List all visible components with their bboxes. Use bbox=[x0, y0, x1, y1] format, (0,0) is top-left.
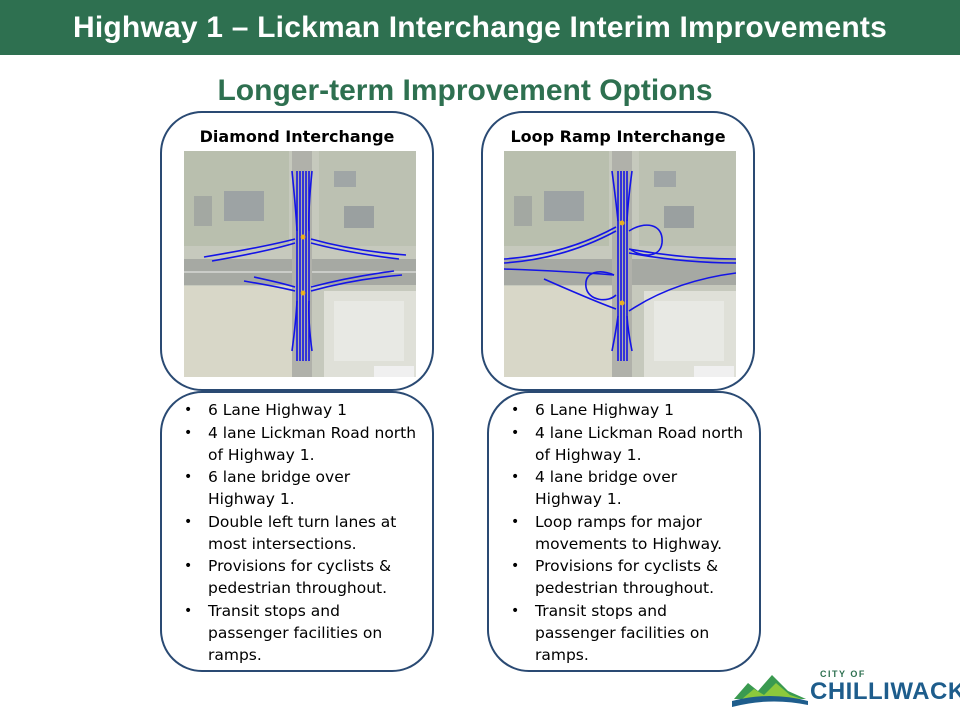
diamond-features-list: 6 Lane Highway 1 4 lane Lickman Road nor… bbox=[180, 399, 420, 666]
loop-ramp-features-card: 6 Lane Highway 1 4 lane Lickman Road nor… bbox=[487, 391, 761, 672]
list-item: Loop ramps for major movements to Highwa… bbox=[507, 511, 747, 555]
diamond-features-card: 6 Lane Highway 1 4 lane Lickman Road nor… bbox=[160, 391, 434, 672]
list-item: 6 Lane Highway 1 bbox=[180, 399, 420, 421]
chilliwack-logo: CITY OF CHILLIWACK bbox=[732, 667, 960, 712]
list-item: 6 Lane Highway 1 bbox=[507, 399, 747, 421]
diamond-option-title: Diamond Interchange bbox=[199, 127, 395, 146]
list-item: 4 lane bridge over Highway 1. bbox=[507, 466, 747, 510]
list-item: 4 lane Lickman Road north of Highway 1. bbox=[180, 422, 420, 466]
logo-city-of-text: CITY OF bbox=[820, 669, 866, 679]
loop-ramp-option-card: Loop Ramp Interchange bbox=[481, 111, 755, 391]
loop-ramp-option-title: Loop Ramp Interchange bbox=[510, 127, 726, 146]
title-bar: Highway 1 – Lickman Interchange Interim … bbox=[0, 0, 960, 55]
list-item: Transit stops and passenger facilities o… bbox=[180, 600, 420, 666]
logo-name-text: CHILLIWACK bbox=[810, 678, 960, 705]
mountain-logo-icon bbox=[732, 675, 808, 707]
list-item: Transit stops and passenger facilities o… bbox=[507, 600, 747, 666]
list-item: Double left turn lanes at most intersect… bbox=[180, 511, 420, 555]
list-item: 4 lane Lickman Road north of Highway 1. bbox=[507, 422, 747, 466]
list-item: 6 lane bridge over Highway 1. bbox=[180, 466, 420, 510]
list-item: Provisions for cyclists & pedestrian thr… bbox=[180, 555, 420, 599]
page-title: Highway 1 – Lickman Interchange Interim … bbox=[73, 10, 887, 44]
section-subtitle: Longer-term Improvement Options bbox=[217, 74, 713, 107]
loop-ramp-interchange-aerial-image bbox=[504, 151, 736, 377]
diamond-interchange-aerial-image bbox=[184, 151, 416, 377]
loop-ramp-features-list: 6 Lane Highway 1 4 lane Lickman Road nor… bbox=[507, 399, 747, 666]
list-item: Provisions for cyclists & pedestrian thr… bbox=[507, 555, 747, 599]
diamond-option-card: Diamond Interchange bbox=[160, 111, 434, 391]
